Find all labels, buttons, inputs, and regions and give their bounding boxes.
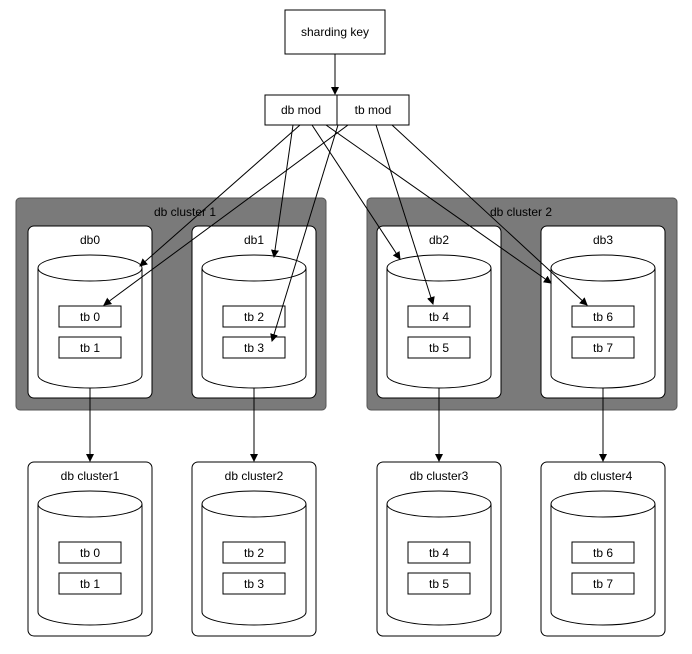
table-label: tb 3: [244, 341, 264, 355]
table-label: tb 5: [429, 577, 449, 591]
sharding-key-node: sharding key: [284, 9, 386, 55]
db3-box: db3 tb 6 tb 7: [540, 225, 666, 399]
bottom-cluster-label: db cluster1: [61, 469, 120, 483]
routing-arrow: [325, 124, 552, 284]
table-label: tb 2: [244, 310, 264, 324]
replica-arrows: [86, 388, 607, 462]
mod-node: db mod tb mod: [264, 94, 410, 126]
db-mod-label: db mod: [281, 103, 321, 117]
table-label: tb 3: [244, 577, 264, 591]
sharding-key-label: sharding key: [301, 25, 369, 39]
table-label: tb 0: [80, 546, 100, 560]
cluster-2-label: db cluster 2: [490, 205, 552, 219]
routing-arrow: [311, 124, 401, 260]
db1-label: db1: [244, 233, 264, 247]
bottom-cluster-1: db cluster1 tb 0 tb 1: [27, 461, 153, 637]
bottom-cluster-label: db cluster3: [410, 469, 469, 483]
cluster-1: db cluster 1 db0 tb 0 tb 1 db1 tb 2 tb 3: [15, 197, 327, 411]
cluster-2: db cluster 2 db2 tb 4 tb 5 db3 tb 6 tb 7: [366, 197, 678, 411]
bottom-cluster-label: db cluster4: [574, 469, 633, 483]
table-label: tb 1: [80, 577, 100, 591]
routing-arrow: [270, 124, 339, 342]
table-label: tb 7: [593, 577, 613, 591]
bottom-cluster-2: db cluster2 tb 2 tb 3: [191, 461, 317, 637]
table-label: tb 1: [80, 341, 100, 355]
table-label: tb 5: [429, 341, 449, 355]
routing-arrow: [103, 124, 349, 306]
table-label: tb 7: [593, 341, 613, 355]
db1-box: db1 tb 2 tb 3: [191, 225, 317, 399]
tb-mod-label: tb mod: [355, 103, 392, 117]
routing-arrows: [103, 124, 588, 342]
routing-arrow: [391, 124, 588, 306]
routing-arrow: [271, 124, 294, 258]
routing-arrow: [375, 124, 435, 305]
table-label: tb 0: [80, 310, 100, 324]
bottom-cluster-4-cylinder: [550, 490, 656, 626]
db0-box: db0 tb 0 tb 1: [27, 225, 153, 399]
db3-label: db3: [593, 233, 613, 247]
bottom-cluster-2-cylinder: [201, 490, 307, 626]
bottom-cluster-1-cylinder: [37, 490, 143, 626]
cluster-1-label: db cluster 1: [154, 205, 216, 219]
routing-arrow: [139, 124, 301, 267]
table-label: tb 4: [429, 546, 449, 560]
table-label: tb 6: [593, 546, 613, 560]
bottom-cluster-3-cylinder: [386, 490, 492, 626]
db2-label: db2: [429, 233, 449, 247]
bottom-cluster-4: db cluster4 tb 6 tb 7: [540, 461, 666, 637]
bottom-cluster-3: db cluster3 tb 4 tb 5: [376, 461, 502, 637]
bottom-cluster-label: db cluster2: [225, 469, 284, 483]
table-label: tb 6: [593, 310, 613, 324]
table-label: tb 4: [429, 310, 449, 324]
db0-label: db0: [80, 233, 100, 247]
table-label: tb 2: [244, 546, 264, 560]
